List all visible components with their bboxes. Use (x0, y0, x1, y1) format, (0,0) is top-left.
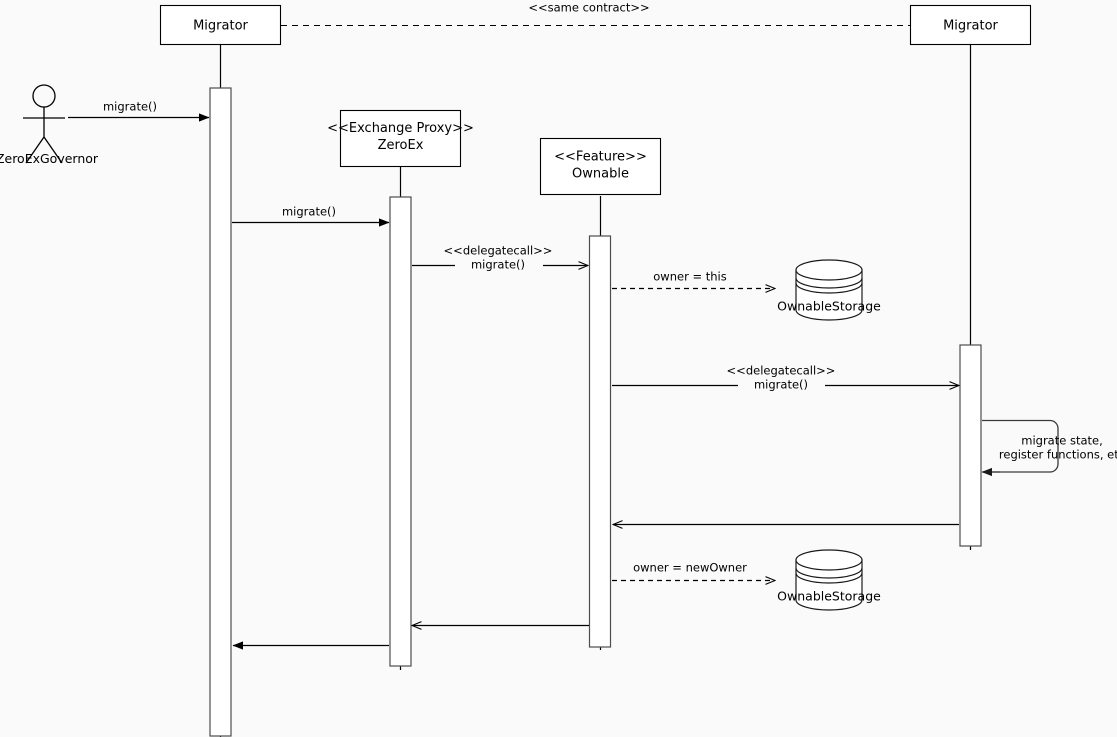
actor-leg-left-icon (25, 136, 45, 164)
ownable-storage-2-label: OwnableStorage (777, 589, 881, 604)
message-m2-migrate: migrate() (232, 205, 390, 227)
m3-stereotype: <<delegatecall>> (444, 244, 553, 258)
actor-head-icon (32, 84, 56, 108)
migrator-right-label: Migrator (943, 19, 998, 34)
m8-label: owner = newOwner (633, 561, 747, 575)
activation-ownable (588, 235, 612, 648)
participant-ownable[interactable]: <<Feature>> Ownable (539, 137, 662, 196)
m4-label: owner = this (653, 270, 726, 284)
message-m3-delegatecall-migrate: <<delegatecall>> migrate() (412, 244, 588, 272)
participant-zeroex[interactable]: <<Exchange Proxy>> ZeroEx (327, 109, 474, 168)
migrator-right-box[interactable] (909, 4, 1032, 46)
message-m6-self-call: migrate state, register functions, etc (981, 419, 1117, 477)
m2-label: migrate() (282, 205, 336, 219)
activation-zeroex (389, 196, 412, 667)
message-m8-owner-newowner: owner = newOwner (612, 561, 775, 581)
ownable-storage-1-label: OwnableStorage (777, 299, 881, 314)
participant-migrator-right[interactable]: Migrator (909, 4, 1032, 46)
message-m1-migrate: migrate() (68, 100, 210, 122)
zeroex-box[interactable] (339, 109, 462, 168)
ownable-storage-2-body-icon (795, 559, 863, 611)
actor-zeroexgovernor: ZeroExGovernor (0, 84, 99, 166)
migrator-left-box[interactable] (159, 4, 282, 46)
ownable-storage-1-top-icon (795, 259, 863, 281)
activation-bars (209, 87, 982, 737)
m6-label-line1: migrate state, (1021, 434, 1103, 448)
datastore-ownable-storage-2: OwnableStorage (777, 549, 881, 611)
m6-self-loop (982, 419, 1059, 473)
ownable-storage-1-body-icon (795, 269, 863, 321)
activation-migrator-left (209, 87, 232, 737)
m5-label: migrate() (754, 378, 808, 392)
ownable-storage-2-top-icon (795, 549, 863, 571)
zeroex-stereotype: <<Exchange Proxy>> (327, 121, 474, 136)
zeroex-label: ZeroEx (378, 138, 424, 153)
m3-label: migrate() (471, 258, 525, 272)
ownable-storage-2-disk-line-icon (795, 567, 863, 579)
same-contract-label: <<same contract>> (528, 1, 649, 15)
ownable-storage-2-disk-line2-icon (795, 572, 863, 584)
m1-label: migrate() (103, 100, 157, 114)
message-m5-delegatecall-migrate: <<delegatecall>> migrate() (612, 364, 959, 392)
datastore-ownable-storage-1: OwnableStorage (777, 259, 881, 321)
ownable-stereotype: <<Feature>> (554, 150, 647, 165)
activation-migrator-right (959, 344, 982, 547)
actor-label: ZeroExGovernor (0, 151, 99, 166)
actor-leg-right-icon (43, 136, 63, 164)
message-m4-owner-this: owner = this (612, 270, 775, 289)
ownable-label: Ownable (572, 167, 629, 182)
participant-migrator-left[interactable]: Migrator (159, 4, 282, 46)
ownable-storage-1-disk-line-icon (795, 277, 863, 289)
same-contract-connector: <<same contract>> (281, 1, 910, 27)
ownable-storage-1-disk-line2-icon (795, 282, 863, 294)
migrator-left-label: Migrator (193, 19, 248, 34)
m5-stereotype: <<delegatecall>> (727, 364, 836, 378)
m6-label-line2: register functions, etc (999, 448, 1117, 462)
ownable-box[interactable] (539, 137, 662, 196)
